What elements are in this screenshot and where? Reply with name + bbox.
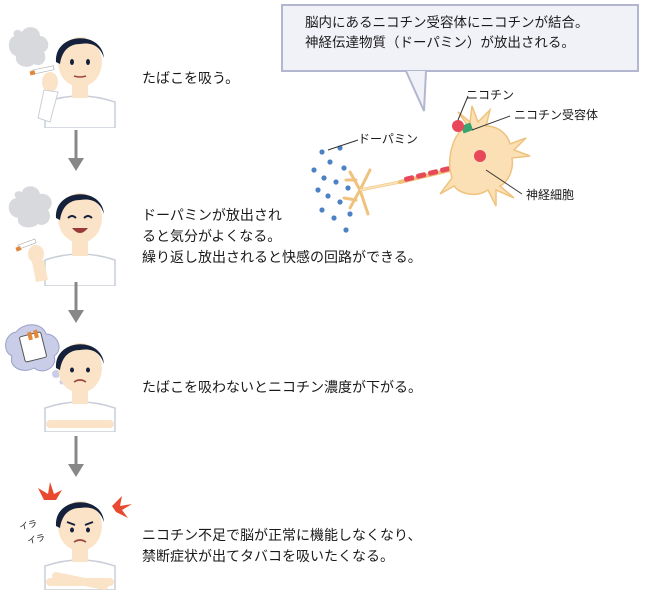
step-1-text: たばこを吸う。: [142, 71, 240, 87]
step-2-text: ドーパミンが放出され ると気分がよくなる。 繰り返し放出されると快感の回路ができ…: [142, 208, 422, 266]
down-arrow-icon: [68, 130, 84, 171]
axon: [398, 166, 452, 184]
down-arrow-icon: [68, 282, 84, 323]
hand-cigarette-icon: [29, 65, 59, 123]
label-nerve-cell: 神経細胞: [526, 188, 575, 202]
receptor-icon: [460, 122, 474, 134]
axon-terminal: [342, 168, 402, 216]
cigarette-pack-icon: [19, 329, 47, 363]
label-nicotine: ニコチン: [466, 88, 515, 102]
person-smoking: [8, 27, 116, 128]
person-thinking: [5, 324, 116, 432]
person-happy: [8, 186, 116, 286]
hand-cigarette-icon: [15, 238, 48, 282]
smoke-cloud-icon: [8, 27, 49, 67]
label-dopamine: ドーパミン: [358, 132, 418, 146]
down-arrow-icon: [68, 436, 84, 477]
person-irritated: イラ イラ: [18, 482, 132, 590]
callout-pointer: [405, 70, 427, 112]
step-4-text: ニコチン不足で脳が正常に機能しなくなり、 禁断症状が出てタバコを吸いたくなる。: [142, 528, 422, 565]
neuron-diagram: [311, 95, 531, 233]
irritation-text-2: イラ: [26, 532, 46, 547]
neuron-cell-body: [439, 105, 531, 207]
irritation-text-1: イラ: [18, 518, 38, 533]
nicotine-icon: [452, 120, 464, 132]
step-3-text: たばこを吸わないとニコチン濃度が下がる。: [142, 380, 422, 396]
label-nicotine-receptor: ニコチン受容体: [514, 108, 599, 122]
anger-burst-icon: [38, 482, 132, 518]
dopamine-dots: [311, 145, 353, 233]
leader-lines: [327, 95, 523, 195]
smoke-cloud-icon: [8, 186, 52, 228]
callout-box: 脳内にあるニコチン受容体にニコチンが結合。 神経伝達物質（ドーパミン）が放出され…: [281, 4, 639, 72]
